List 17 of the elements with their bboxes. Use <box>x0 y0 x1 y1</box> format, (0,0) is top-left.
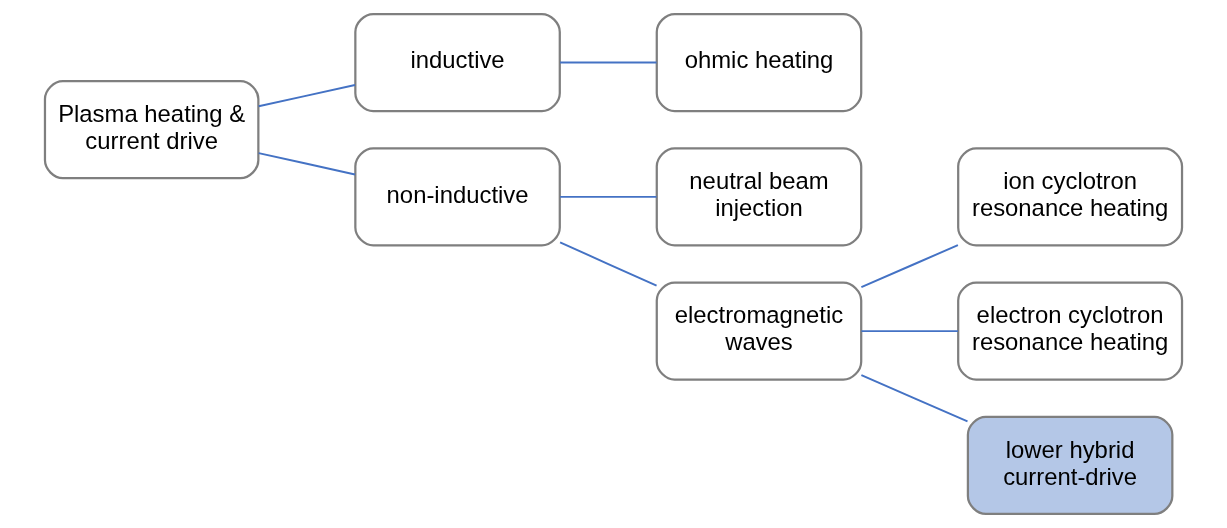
node-box: lower hybrid current-drive <box>966 415 1174 516</box>
node-box: non-inductive <box>354 147 561 247</box>
node-box: ohmic heating <box>655 12 863 113</box>
node-box: neutral beam injection <box>655 147 863 247</box>
connector <box>559 195 658 198</box>
node-box: Plasma heating & current drive <box>43 80 260 180</box>
node-box: inductive <box>354 12 561 113</box>
connector <box>257 84 356 108</box>
node-box: electron cyclotron resonance heating <box>957 281 1184 381</box>
connector <box>257 152 356 176</box>
connector <box>559 61 658 64</box>
node-box: ion cyclotron resonance heating <box>957 147 1184 247</box>
node-box: electromagnetic waves <box>655 281 863 381</box>
connector <box>860 244 959 289</box>
connector <box>860 374 969 423</box>
connector <box>860 330 959 333</box>
connector <box>559 241 658 287</box>
